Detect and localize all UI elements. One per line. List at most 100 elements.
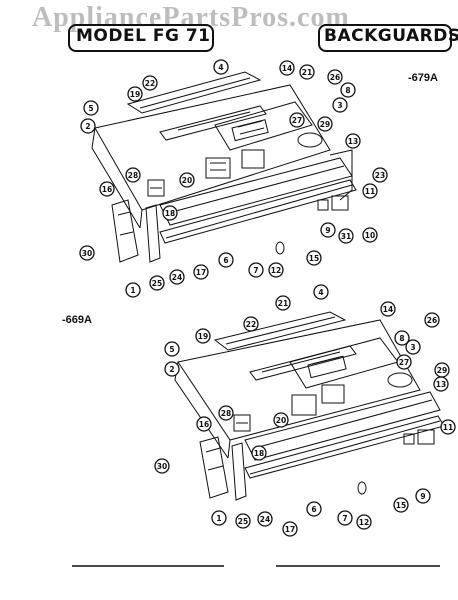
svg-text:7: 7 [342,514,347,523]
svg-text:28: 28 [221,409,231,418]
upper-callout-14: 14 [279,60,295,76]
callouts-lower: 1234567891112131415161718192021222425262… [154,284,456,537]
upper-callout-12: 12 [268,262,284,278]
svg-text:3: 3 [410,343,415,352]
lower-callout-3: 3 [405,339,421,355]
lower-callout-15: 15 [393,497,409,513]
svg-text:20: 20 [182,176,192,185]
lower-callout-7: 7 [337,510,353,526]
lower-callout-4: 4 [313,284,329,300]
upper-callout-13: 13 [345,133,361,149]
svg-text:6: 6 [311,505,316,514]
svg-text:12: 12 [271,266,281,275]
svg-text:30: 30 [82,249,92,258]
upper-callout-10: 10 [362,227,378,243]
upper-callout-22: 22 [142,75,158,91]
upper-callout-21: 21 [299,64,315,80]
svg-text:30: 30 [157,462,167,471]
upper-callout-25: 25 [149,275,165,291]
svg-text:17: 17 [285,525,295,534]
upper-callout-28: 28 [125,167,141,183]
lower-callout-14: 14 [380,301,396,317]
upper-callout-15: 15 [306,250,322,266]
lower-callout-12: 12 [356,514,372,530]
svg-text:19: 19 [198,332,208,341]
svg-text:15: 15 [396,501,406,510]
svg-text:9: 9 [420,492,425,501]
lower-callout-21: 21 [275,295,291,311]
lower-callout-13: 13 [433,376,449,392]
svg-text:29: 29 [320,120,330,129]
lower-callout-24: 24 [257,511,273,527]
svg-text:26: 26 [427,316,437,325]
svg-text:15: 15 [309,254,319,263]
svg-text:11: 11 [443,423,453,432]
svg-text:4: 4 [318,288,323,297]
upper-callout-6: 6 [218,252,234,268]
upper-callout-31: 31 [338,228,354,244]
lower-callout-19: 19 [195,328,211,344]
svg-text:22: 22 [246,320,256,329]
upper-callout-18: 18 [162,205,178,221]
upper-callout-23: 23 [372,167,388,183]
lower-callout-29: 29 [434,362,450,378]
lower-callout-5: 5 [164,341,180,357]
upper-callout-20: 20 [179,172,195,188]
svg-text:4: 4 [218,63,223,72]
lower-callout-11: 11 [440,419,456,435]
svg-text:26: 26 [330,73,340,82]
lower-callout-20: 20 [273,412,289,428]
svg-text:18: 18 [165,209,175,218]
svg-text:13: 13 [348,137,358,146]
upper-callout-3: 3 [332,97,348,113]
callouts-upper: 1234567891011121314151617181920212223242… [79,59,388,298]
lower-callout-1: 1 [211,510,227,526]
svg-text:1: 1 [130,286,135,295]
svg-text:10: 10 [365,231,375,240]
upper-callout-30: 30 [79,245,95,261]
upper-callout-7: 7 [248,262,264,278]
upper-callout-17: 17 [193,264,209,280]
svg-text:27: 27 [399,358,409,367]
svg-text:17: 17 [196,268,206,277]
svg-text:14: 14 [282,64,292,73]
upper-callout-19: 19 [127,86,143,102]
svg-text:22: 22 [145,79,155,88]
variant-label-upper: -679A [408,72,438,84]
svg-text:21: 21 [278,299,288,308]
svg-text:7: 7 [253,266,258,275]
svg-text:25: 25 [152,279,162,288]
upper-callout-27: 27 [289,112,305,128]
svg-text:28: 28 [128,171,138,180]
upper-callout-11: 11 [362,183,378,199]
svg-text:8: 8 [345,86,350,95]
lower-callout-25: 25 [235,513,251,529]
upper-callout-1: 1 [125,282,141,298]
lower-callout-27: 27 [396,354,412,370]
lower-callout-18: 18 [251,445,267,461]
upper-callout-2: 2 [80,118,96,134]
upper-callout-24: 24 [169,269,185,285]
svg-text:19: 19 [130,90,140,99]
svg-text:24: 24 [172,273,182,282]
lower-callout-17: 17 [282,521,298,537]
svg-text:16: 16 [199,420,209,429]
svg-text:5: 5 [169,345,174,354]
svg-text:6: 6 [223,256,228,265]
svg-text:5: 5 [88,104,93,113]
lower-callout-16: 16 [196,416,212,432]
svg-text:23: 23 [375,171,385,180]
model-header-box [68,24,214,52]
svg-text:1: 1 [216,514,221,523]
upper-callout-5: 5 [83,100,99,116]
svg-text:21: 21 [302,68,312,77]
lower-callout-6: 6 [306,501,322,517]
lower-callout-30: 30 [154,458,170,474]
model-header: MODEL FG 71 [76,26,211,46]
lower-callout-28: 28 [218,405,234,421]
svg-text:24: 24 [260,515,270,524]
section-header: BACKGUARDS [324,26,458,46]
svg-text:9: 9 [325,226,330,235]
parts-linework [72,71,445,567]
